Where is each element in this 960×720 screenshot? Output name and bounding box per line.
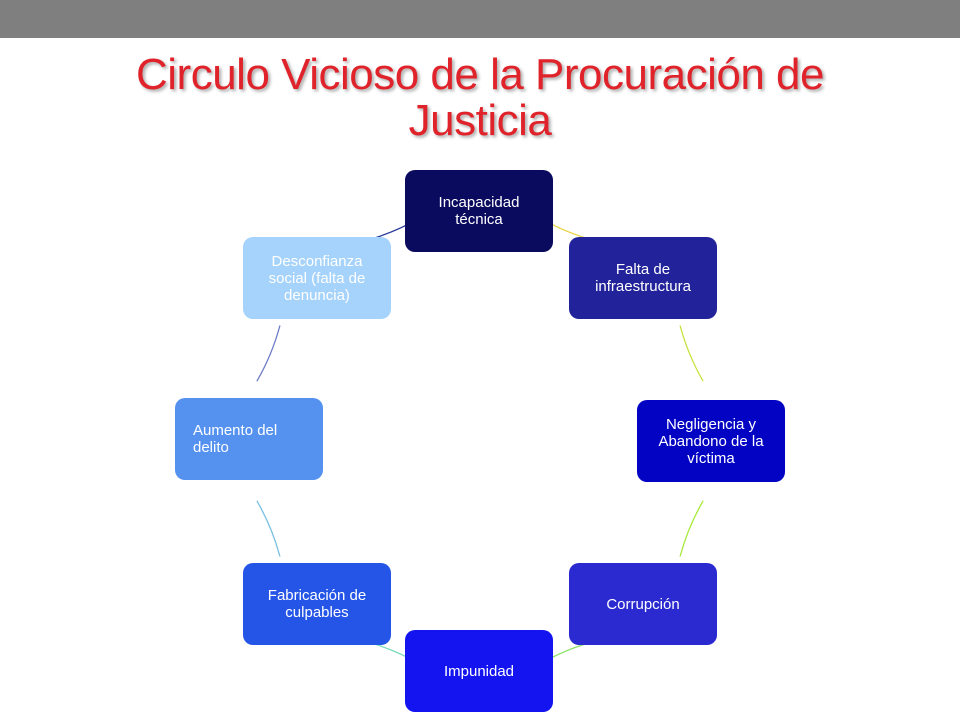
connector-arc-2	[679, 500, 704, 557]
node-label: Negligencia y Abandono de la víctima	[658, 415, 764, 467]
node-label: Corrupción	[606, 595, 680, 613]
node-label: Desconfianza social (falta de denuncia)	[268, 252, 366, 304]
node-falta-de-infraestructura: Falta de infraestructura	[569, 237, 717, 319]
node-label: Aumento del delito	[193, 422, 278, 456]
node-negligencia-abandono: Negligencia y Abandono de la víctima	[637, 400, 785, 482]
top-bar	[0, 0, 960, 38]
node-label: Falta de infraestructura	[595, 261, 691, 295]
connector-arc-1	[679, 325, 704, 382]
node-aumento-del-delito: Aumento del delito	[175, 398, 323, 480]
node-label: Fabricación de culpables	[267, 587, 367, 621]
connector-arc-6	[256, 325, 281, 382]
node-corrupcion: Corrupción	[569, 563, 717, 645]
node-fabricacion-de-culpables: Fabricación de culpables	[243, 563, 391, 645]
connector-arc-5	[256, 500, 281, 557]
node-desconfianza-social: Desconfianza social (falta de denuncia)	[243, 237, 391, 319]
slide-title: Circulo Vicioso de la Procuración de Jus…	[136, 50, 825, 145]
node-label: Incapacidad técnica	[438, 194, 520, 228]
node-impunidad: Impunidad	[405, 630, 553, 712]
node-label: Impunidad	[443, 662, 515, 680]
node-incapacidad-tecnica: Incapacidad técnica	[405, 170, 553, 252]
